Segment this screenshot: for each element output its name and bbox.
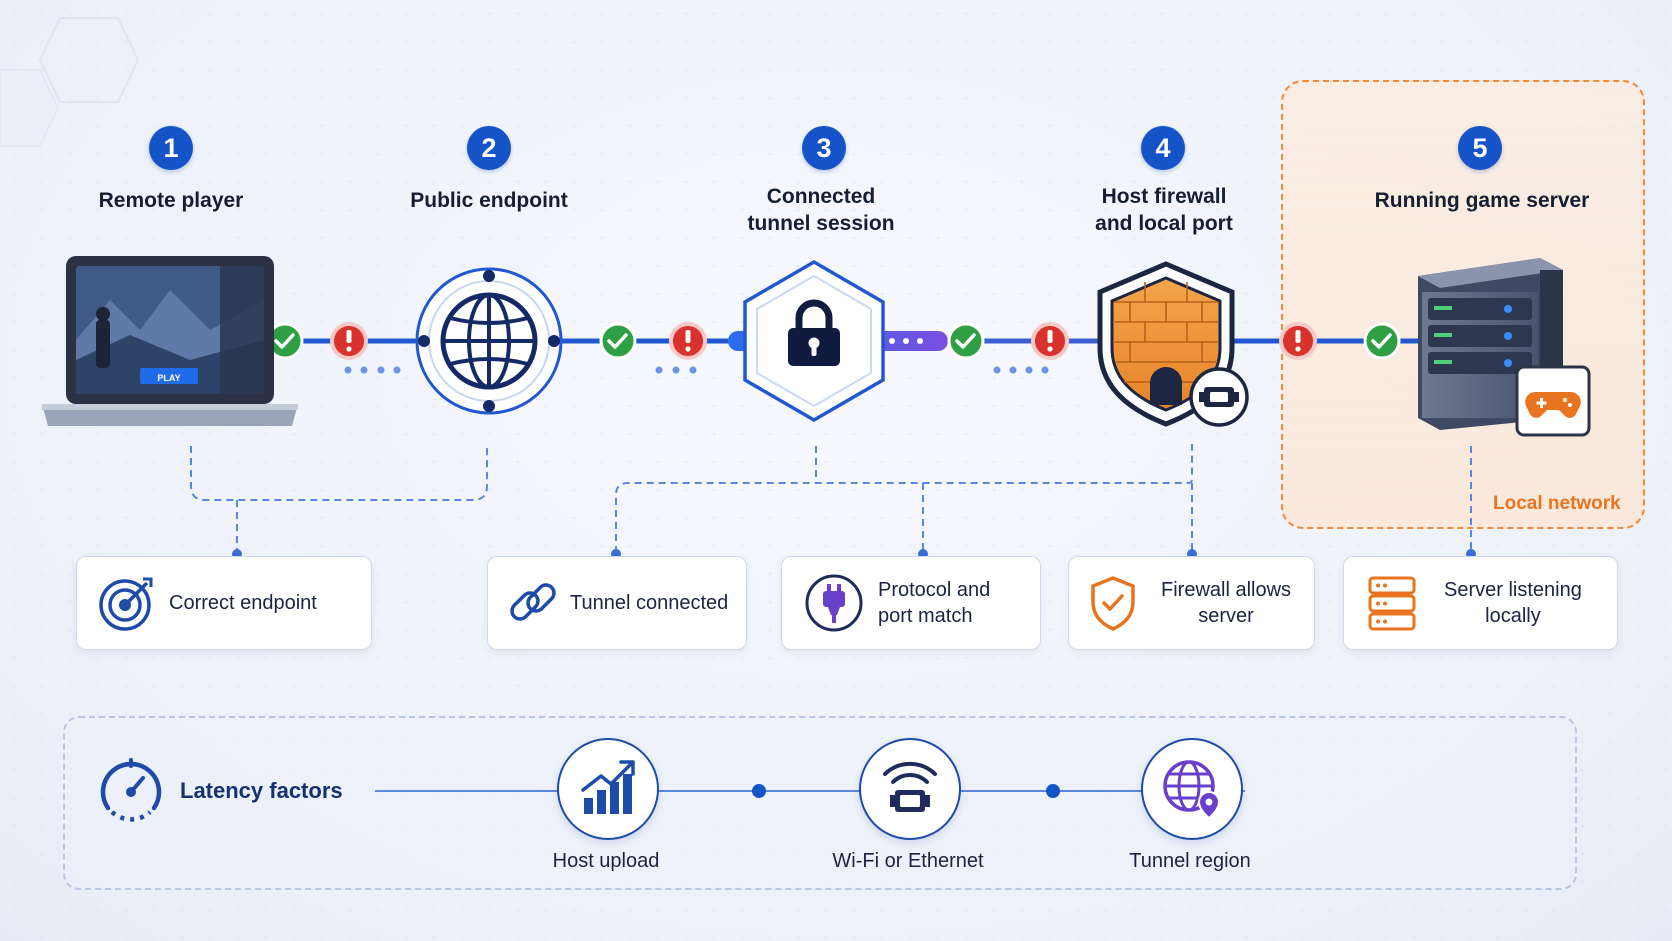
- card-correct-endpoint: Correct endpoint: [76, 556, 372, 650]
- card-server-listening-label: Server listening locally: [1444, 577, 1582, 629]
- card-tunnel-connected-label: Tunnel connected: [570, 592, 729, 614]
- card-server-listening-line1: Server listening: [1444, 579, 1582, 601]
- game-server-icon: [1418, 258, 1591, 437]
- wifi-ethernet-icon: [883, 761, 937, 812]
- step-2-number: 2: [467, 126, 511, 170]
- laptop-icon: [42, 256, 298, 426]
- latency-factor-host-upload: [557, 738, 659, 840]
- check-marker-4: [1363, 322, 1401, 360]
- dot-trails: [344, 366, 1049, 374]
- latency-factor-wifi-ethernet-label: Wi-Fi or Ethernet: [832, 850, 984, 872]
- laptop-play-label: PLAY: [157, 373, 180, 383]
- tunnel-lock-icon: [743, 259, 885, 423]
- link-icon: [510, 583, 556, 621]
- check-marker-2: [599, 322, 637, 360]
- step-5-title: Running game server: [1374, 189, 1590, 212]
- step-2-title: Public endpoint: [410, 189, 568, 212]
- card-firewall-allows: Firewall allows server: [1068, 556, 1315, 650]
- card-protocol-port-label: Protocol and port match: [878, 577, 990, 629]
- card-tunnel-connected: Tunnel connected: [487, 556, 747, 650]
- step-5-number: 5: [1458, 126, 1502, 170]
- card-protocol-port-line1: Protocol and: [878, 579, 991, 601]
- card-connectors: [190, 444, 1472, 553]
- local-network-label: Local network: [1493, 493, 1621, 514]
- speedometer-icon: [100, 758, 162, 822]
- card-correct-endpoint-label: Correct endpoint: [169, 592, 317, 614]
- step-4-title-line1: Host firewall: [1101, 185, 1227, 208]
- latency-title: Latency factors: [180, 778, 343, 803]
- globe-icon: [415, 267, 563, 415]
- check-marker-3: [947, 322, 985, 360]
- step-3-title: Connected tunnel session: [691, 183, 951, 237]
- error-marker-2: [669, 322, 707, 360]
- step-3-title-line1: Connected: [766, 185, 876, 208]
- step-4-title: Host firewall and local port: [1034, 183, 1294, 237]
- card-protocol-port: Protocol and port match: [781, 556, 1041, 650]
- firewall-shield-icon: [1097, 261, 1249, 427]
- step-3-number: 3: [802, 126, 846, 170]
- target-icon: [99, 577, 153, 631]
- card-firewall-allows-label: Firewall allows server: [1161, 577, 1291, 629]
- latency-factor-tunnel-region: [1141, 738, 1243, 840]
- error-marker-3: [1031, 322, 1069, 360]
- latency-factor-wifi-ethernet: [859, 738, 961, 840]
- latency-factor-tunnel-region-label: Tunnel region: [1129, 850, 1251, 872]
- step-3-title-line2: tunnel session: [747, 212, 895, 235]
- card-firewall-allows-line2: server: [1198, 605, 1254, 627]
- shield-check-icon: [1091, 576, 1135, 631]
- decorative-hexagons: [0, 17, 140, 147]
- step-1-number: 1: [149, 126, 193, 170]
- card-firewall-allows-line1: Firewall allows: [1161, 579, 1292, 601]
- step-4-number: 4: [1141, 126, 1185, 170]
- latency-factor-host-upload-label: Host upload: [552, 850, 660, 872]
- card-server-listening: Server listening locally: [1343, 556, 1618, 650]
- error-marker-1: [330, 322, 368, 360]
- bar-chart-up-icon: [581, 760, 635, 814]
- error-marker-4: [1279, 322, 1317, 360]
- globe-pin-icon: [1163, 760, 1221, 820]
- latency-panel: [63, 716, 1577, 890]
- step-4-title-line2: and local port: [1095, 212, 1233, 235]
- card-protocol-port-line2: port match: [878, 605, 973, 627]
- step-1-title: Remote player: [98, 189, 244, 212]
- card-server-listening-line2: locally: [1485, 605, 1541, 627]
- plug-icon: [805, 574, 863, 632]
- server-rack-icon: [1368, 576, 1416, 631]
